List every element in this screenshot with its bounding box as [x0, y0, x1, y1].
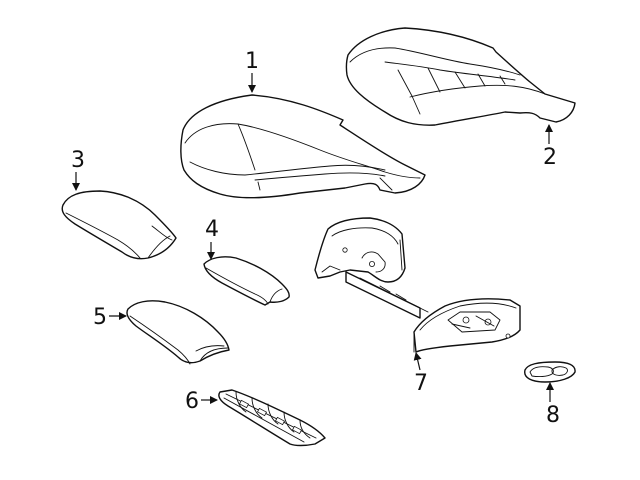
part-3-bolster[interactable] [61, 190, 177, 260]
part-5-lower-bolster[interactable] [126, 300, 230, 365]
part-6-seat-grid[interactable] [218, 389, 326, 447]
callout-6: 6 [185, 389, 199, 414]
part-7-seat-frame[interactable] [314, 217, 521, 353]
leader-7 [413, 352, 422, 371]
part-1-seat-cushion-cover[interactable] [180, 94, 426, 199]
part-2-seat-cushion-pad[interactable] [345, 27, 576, 126]
callout-1: 1 [245, 49, 259, 74]
callout-5: 5 [93, 305, 107, 330]
callout-4: 4 [205, 217, 219, 242]
callout-8: 8 [546, 403, 560, 428]
callout-2: 2 [543, 145, 557, 170]
callout-3: 3 [71, 148, 85, 173]
part-4-small-bolster[interactable] [203, 256, 290, 306]
part-8-trim-bezel[interactable] [524, 361, 576, 383]
callout-leaders [72, 73, 554, 404]
callout-7: 7 [414, 371, 428, 396]
